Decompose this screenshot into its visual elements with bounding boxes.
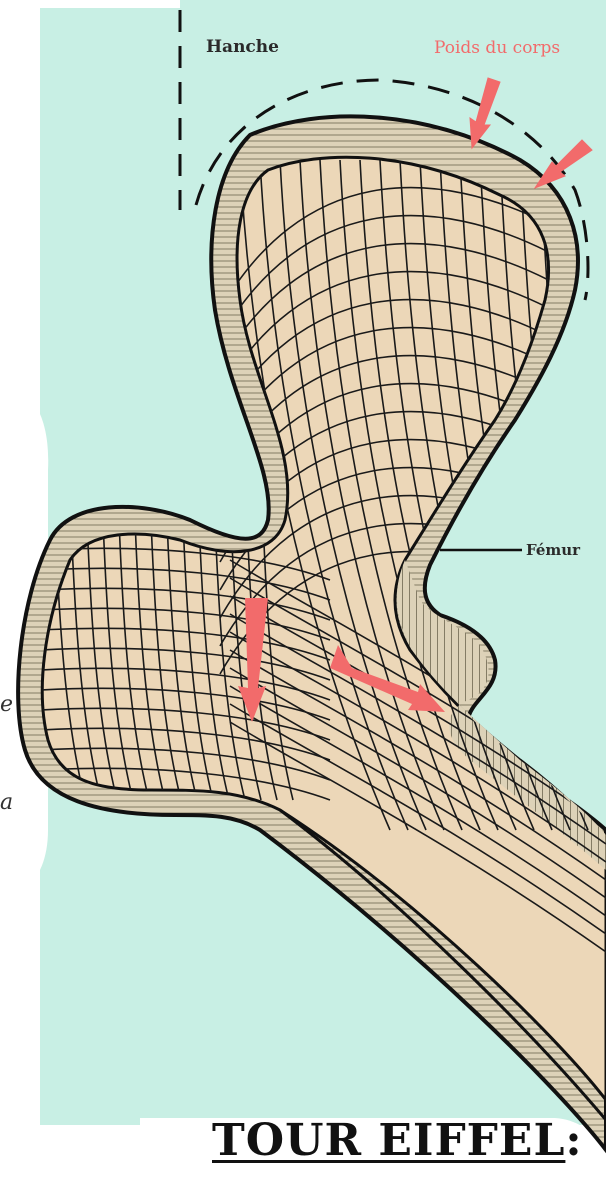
top-white-panel <box>0 0 180 8</box>
side-text-fragment-1: e <box>0 692 13 717</box>
bottom-title: TOUR EIFFEL: <box>212 1115 583 1166</box>
bottom-title-suffix: : <box>565 1115 582 1166</box>
bottom-title-text: TOUR EIFFEL <box>212 1115 565 1166</box>
hip-label: Hanche <box>206 37 279 57</box>
body-weight-label: Poids du corps <box>434 38 560 58</box>
side-text-fragment-2: a <box>0 790 13 815</box>
femur-label: Fémur <box>526 541 581 559</box>
